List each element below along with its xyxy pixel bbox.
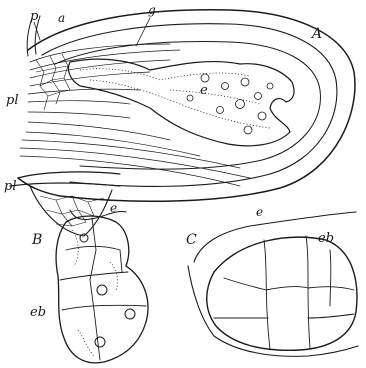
inner-integument: [42, 24, 337, 187]
cell-nuclei-b: [80, 234, 135, 347]
panel-letter-b: B: [31, 232, 42, 248]
label-eb-c: eb: [318, 231, 334, 246]
nucellus-outline: [55, 42, 320, 170]
label-e-c: e: [256, 205, 263, 219]
embryo-outline-c: [207, 237, 357, 350]
embryo-outline-b: [56, 216, 148, 363]
funicle: [10, 172, 120, 186]
panel-letter-a: A: [310, 26, 322, 42]
label-e-sac: e: [200, 83, 208, 98]
label-eb-b: eb: [30, 305, 46, 320]
panel-a-ovule: [10, 10, 355, 236]
label-a-lower: a: [58, 11, 65, 25]
panel-b-embryo: [56, 210, 148, 363]
label-p: p: [30, 9, 39, 24]
label-g: g: [148, 3, 156, 17]
label-pl-upper: pl: [6, 93, 18, 108]
label-e-b: e: [110, 201, 117, 215]
panel-letter-c: C: [186, 232, 197, 248]
embryo-sac: [68, 59, 294, 146]
label-pl-lower: pl: [4, 179, 16, 194]
